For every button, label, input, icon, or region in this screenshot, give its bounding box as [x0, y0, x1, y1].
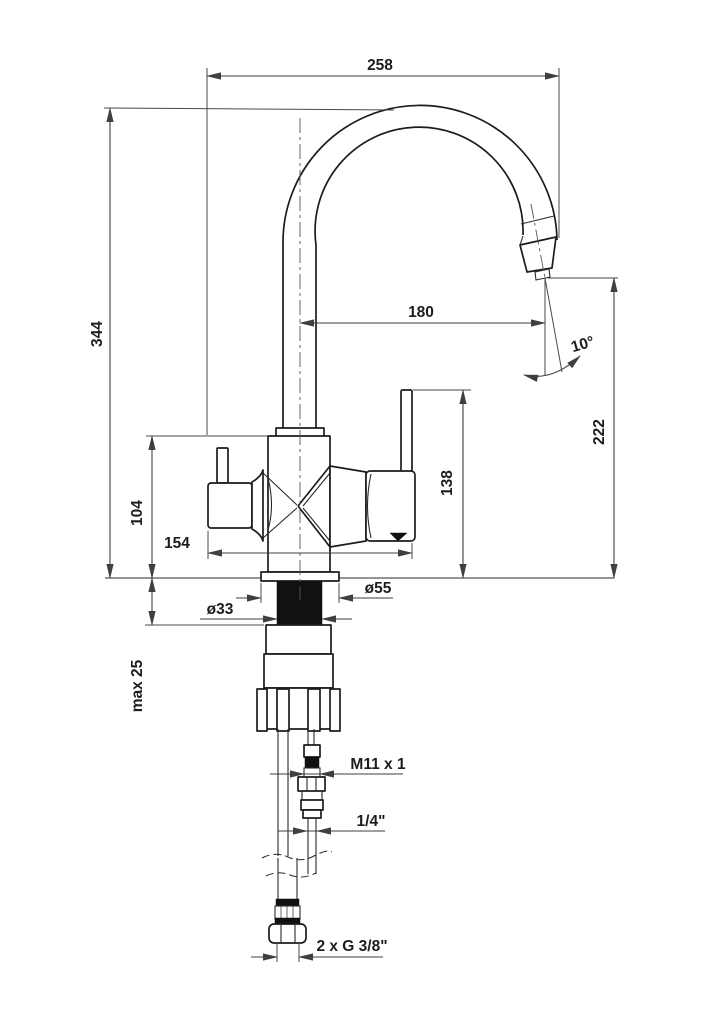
right-handle-curve: [366, 473, 372, 539]
filter-thread-section: [303, 767, 321, 778]
dim-max-deck-thickness: max 25: [129, 577, 264, 712]
spout-inner-arc: [314, 126, 524, 436]
dim-body-height-label: 104: [129, 500, 146, 526]
left-handle-body: [207, 482, 253, 529]
faucet-outline: [105, 104, 614, 944]
dim-stream-angle-label: 10°: [569, 333, 596, 356]
dim-filter-hose-size: 1/4": [278, 813, 386, 835]
hose-braid: [274, 905, 301, 920]
dim-lever-height: 138: [413, 389, 471, 579]
dim-base-diameter-label: ø55: [365, 580, 392, 597]
dim-overall-width-label: 258: [367, 57, 393, 74]
dim-shank-diameter: ø33: [200, 601, 352, 623]
threaded-shank: [276, 580, 323, 626]
dim-filter-hose-size-label: 1/4": [357, 813, 386, 830]
hose-crimp: [275, 898, 300, 907]
spout-outer-arc: [282, 104, 558, 436]
right-handle-body: [365, 470, 416, 542]
dim-supply-thread-label: 2 x G 3/8": [316, 938, 387, 955]
dim-lever-height-label: 138: [439, 470, 456, 496]
left-bell-curve: [267, 477, 273, 531]
hose-nut: [268, 923, 307, 944]
dim-supply-thread: 2 x G 3/8": [251, 938, 388, 962]
dim-base-diameter: ø55: [236, 580, 393, 603]
aerator-nozzle: [534, 268, 551, 281]
aerator-side-line: [519, 235, 524, 246]
break-line: [261, 850, 333, 861]
aerator: [519, 236, 557, 273]
dim-shank-diameter-label: ø33: [207, 601, 234, 618]
dim-outlet-height-label: 222: [591, 419, 608, 445]
dim-outlet-height: 222: [548, 277, 618, 579]
left-handle-stick: [216, 447, 229, 484]
cartridge-line: [302, 472, 331, 507]
cartridge-line: [262, 507, 298, 539]
lever-lower-tip: [389, 532, 408, 542]
dim-body-height: 104: [129, 435, 268, 579]
quick-connector-bottom: [302, 809, 322, 819]
mounting-nut-body: [263, 653, 334, 689]
dim-handle-span: 154: [164, 531, 413, 559]
quick-connector-top: [300, 799, 324, 811]
cartridge-line: [297, 505, 331, 548]
spout-joint-line: [520, 215, 555, 225]
dim-overall-height-label: 344: [89, 321, 106, 347]
filter-connector-band: [304, 756, 320, 769]
castellation-tab: [276, 688, 290, 732]
castellated-ring: [263, 687, 334, 730]
mounting-spacer: [265, 624, 332, 655]
castellation-tab: [307, 688, 321, 732]
hose-band: [274, 917, 301, 925]
break-line: [265, 872, 317, 878]
dim-filter-thread: M11 x 1: [270, 756, 406, 778]
dim-spout-reach-label: 180: [408, 304, 434, 321]
dim-max-deck-thickness-label: max 25: [129, 659, 146, 712]
filter-hex-nut: [297, 776, 326, 792]
castellation-tab: [329, 688, 341, 732]
dim-stream-angle: 10°: [523, 277, 596, 382]
dim-spout-reach: 180: [299, 304, 546, 327]
dim-overall-height: 344: [89, 107, 395, 579]
left-handle-bell: [251, 469, 264, 542]
cartridge-line: [262, 472, 298, 506]
cartridge-line: [302, 507, 331, 542]
castellation-tab: [256, 688, 268, 732]
aerator-centerline: [530, 203, 546, 279]
dim-handle-span-label: 154: [164, 535, 190, 552]
filter-connector-top: [303, 744, 321, 758]
right-cone: [329, 465, 367, 548]
lever-stick: [400, 389, 413, 473]
dim-overall-width: 258: [206, 57, 560, 435]
filter-neck: [301, 790, 323, 801]
cartridge-line: [297, 465, 331, 507]
dim-filter-thread-label: M11 x 1: [350, 756, 406, 773]
